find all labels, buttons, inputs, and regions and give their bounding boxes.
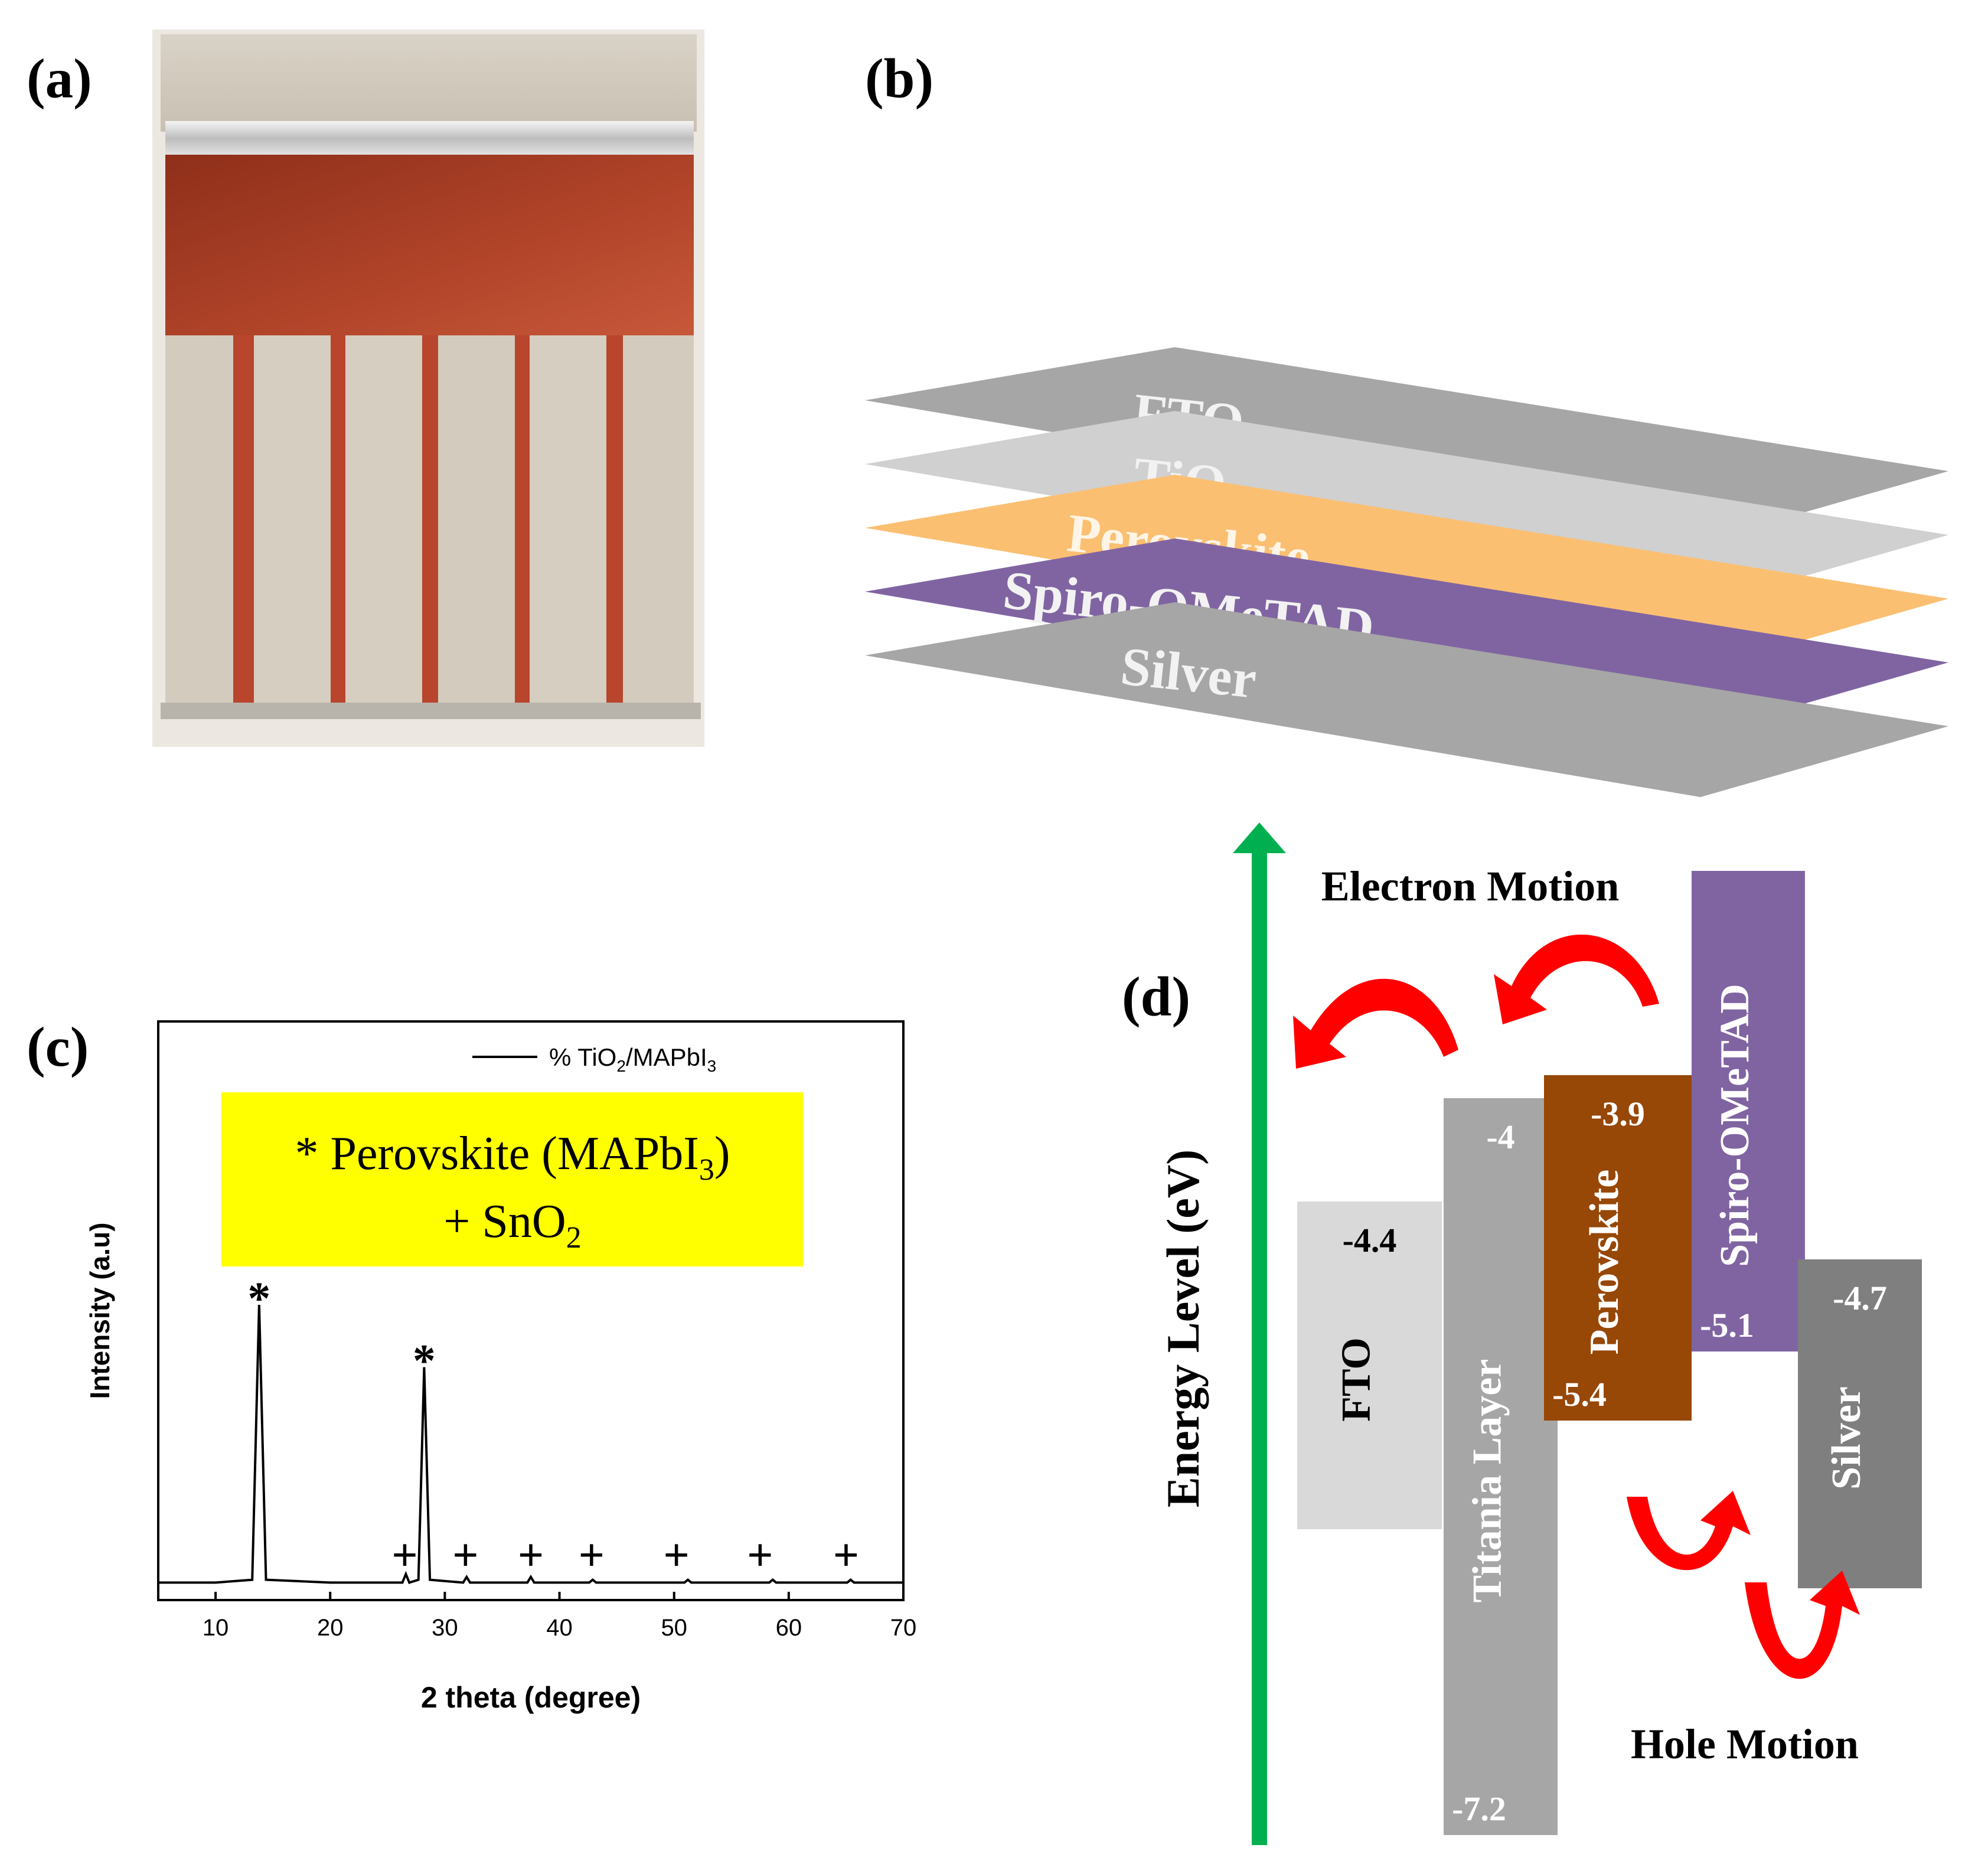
energy-bar [1297,1202,1442,1529]
peak-marker: + [391,1529,417,1581]
photo-lower-area [165,335,694,704]
electron-arrow-icon [1494,934,1659,1024]
energy-diagram: Energy Level (eV) Electron Motion Hole M… [1157,822,1922,1845]
silver-finger [165,335,233,704]
energy-axis-head [1233,822,1286,853]
x-tick-label: 70 [890,1615,917,1641]
energy-bar-label: FTO [1334,1337,1379,1422]
energy-bar-label: Spiro-OMeTAD [1712,984,1758,1267]
layer-plane [865,602,1948,797]
peak-marker: + [747,1529,773,1581]
annotation-line-2: + SnO2 [443,1196,581,1255]
x-tick-label: 60 [776,1615,802,1641]
x-tick-label: 30 [432,1615,458,1641]
electron-arrow-icon [1293,978,1458,1069]
electron-arrows [1293,934,1659,1069]
energy-bar [1692,871,1805,1351]
energy-value-bottom: -5.1 [1700,1306,1754,1344]
hole-arrows [1627,1491,1860,1679]
peak-marker: + [663,1529,689,1581]
silver-finger [438,335,515,704]
electron-motion-label: Electron Motion [1321,863,1620,910]
x-tick-label: 50 [661,1615,687,1641]
peak-markers: * * + + + + + + + [247,1272,859,1581]
energy-value-top: -3.9 [1591,1095,1645,1133]
x-tick-label: 20 [317,1615,344,1641]
photo-perovskite-film [165,155,694,338]
x-axis-label: 2 theta (degree) [421,1681,641,1714]
energy-bar [1798,1259,1922,1588]
legend-entry: % TiO2/MAPbI3 [549,1043,716,1075]
photo-top-electrode [161,34,697,132]
x-tick-label: 40 [546,1615,573,1641]
panel-label-d: (d) [1122,965,1190,1028]
layer-label: Silver [1118,635,1259,709]
silver-finger [530,335,606,704]
peak-marker: * [413,1335,436,1386]
photo-foil-strip [165,121,694,156]
energy-value-top: -4 [1486,1118,1514,1156]
silver-finger [254,335,331,704]
annotation-box [221,1092,803,1266]
energy-bar [1444,1098,1558,1835]
layer-stack: FTOTiO2PerovskiteSpiro-OMeTADSilver [865,347,1948,797]
energy-bar-label: Perovskite [1582,1170,1627,1355]
energy-bar-label: Silver [1824,1386,1869,1490]
photo-silver-fingers [165,335,694,704]
peak-marker: * [247,1272,270,1324]
y-axis-label: Intensity (a.u) [84,1222,115,1399]
peak-marker: + [833,1529,859,1581]
annotation-line-1: * Perovskite (MAPbI3) [295,1128,730,1187]
hole-arrow-icon [1745,1571,1860,1679]
energy-bar [1544,1075,1692,1421]
silver-finger [345,335,422,704]
energy-axis-shaft [1252,850,1267,1845]
photo-bottom-edge [161,703,701,719]
energy-value-bottom: -5.4 [1552,1375,1607,1413]
hole-motion-label: Hole Motion [1631,1721,1859,1768]
energy-value-bottom: -7.2 [1452,1790,1506,1828]
energy-axis-arrow [1233,822,1286,1845]
x-axis-ticks: 10 20 30 40 50 60 70 [203,1592,916,1641]
plot-frame [157,1020,905,1601]
energy-value-top: -4.4 [1343,1221,1397,1259]
energy-value-top: -4.7 [1833,1279,1887,1317]
silver-finger [623,335,694,704]
x-tick-label: 10 [203,1615,229,1641]
panel-label-c: (c) [27,1016,89,1078]
panel-label-b: (b) [865,47,933,110]
peak-marker: + [452,1529,478,1581]
xrd-series-line [158,1304,903,1584]
peak-marker: + [579,1529,605,1581]
energy-axis-label: Energy Level (eV) [1157,1150,1209,1507]
hole-arrow-icon [1627,1491,1751,1571]
xrd-chart: * Perovskite (MAPbI3) + SnO2 % TiO2/MAPb… [84,1020,916,1714]
peak-marker: + [518,1529,544,1581]
energy-bar-label: Titania Layer [1465,1359,1510,1603]
device-photo [152,30,704,747]
panel-label-a: (a) [27,47,92,110]
